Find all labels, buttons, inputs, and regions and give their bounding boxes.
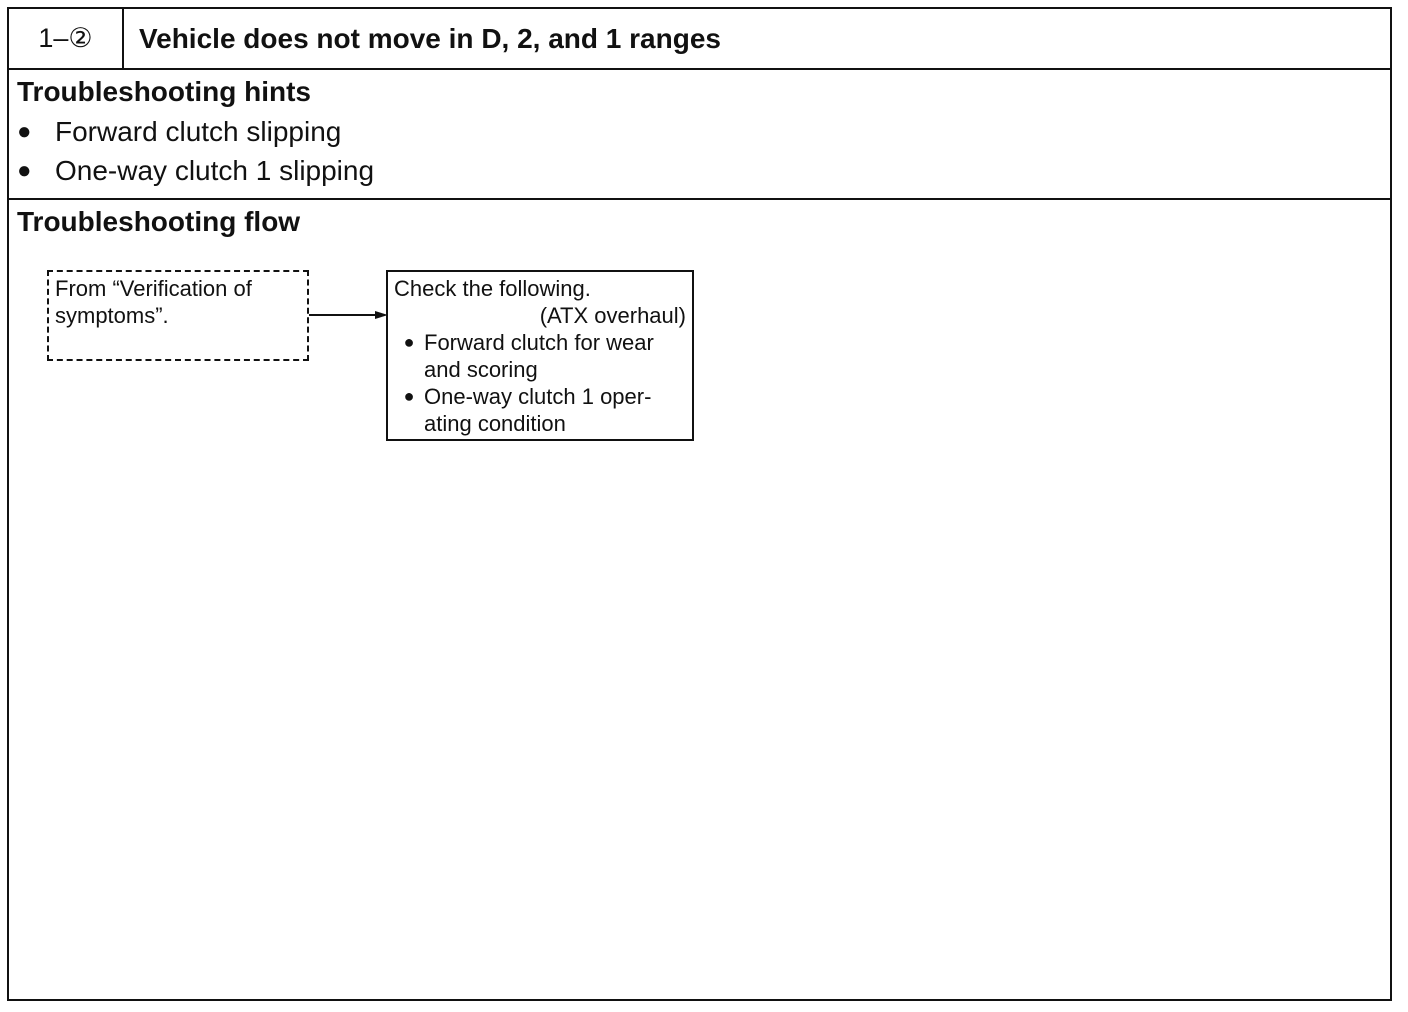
bullet-icon: ● [17, 117, 32, 145]
document-frame: 1–② Vehicle does not move in D, 2, and 1… [7, 7, 1392, 1001]
hint-text: One-way clutch 1 slipping [55, 154, 375, 186]
bullet-icon: ● [403, 386, 415, 406]
list-item: ● One-way clutch 1 oper- ating condition [394, 383, 686, 437]
check-box-title: Check the following. [394, 276, 591, 301]
check-following-box: Check the following. (ATX overhaul) ● Fo… [386, 270, 694, 441]
troubleshooting-hints-section: Troubleshooting hints ● Forward clutch s… [9, 70, 1390, 200]
header-row: 1–② Vehicle does not move in D, 2, and 1… [9, 9, 1390, 70]
check-item-line: ating condition [424, 411, 566, 436]
flow-arrow-icon [309, 311, 388, 319]
bullet-icon: ● [17, 156, 32, 184]
check-list: ● Forward clutch for wear and scoring ● … [394, 329, 686, 437]
from-box-line: From “Verification of [55, 276, 252, 301]
section-code: 1–② [9, 9, 124, 68]
list-item: ● Forward clutch for wear and scoring [394, 329, 686, 383]
list-item: ● Forward clutch slipping [17, 112, 374, 151]
check-item-line: Forward clutch for wear [424, 330, 654, 355]
from-box-line: symptoms”. [55, 303, 169, 328]
troubleshooting-flow-section: Troubleshooting flow From “Verification … [9, 200, 1390, 1000]
page-title: Vehicle does not move in D, 2, and 1 ran… [139, 22, 721, 54]
list-item: ● One-way clutch 1 slipping [17, 151, 374, 190]
hints-list: ● Forward clutch slipping ● One-way clut… [17, 112, 374, 190]
check-item-text: One-way clutch 1 oper- ating condition [424, 383, 651, 437]
check-item-line: One-way clutch 1 oper- [424, 384, 652, 409]
check-item-text: Forward clutch for wear and scoring [424, 329, 654, 383]
flow-heading: Troubleshooting flow [17, 206, 301, 237]
check-box-note: (ATX overhaul) [539, 303, 686, 328]
bullet-icon: ● [403, 332, 415, 352]
check-item-line: and scoring [424, 357, 538, 382]
hints-heading: Troubleshooting hints [17, 76, 311, 107]
hint-text: Forward clutch slipping [55, 115, 342, 147]
from-verification-box: From “Verification of symptoms”. [47, 270, 309, 361]
